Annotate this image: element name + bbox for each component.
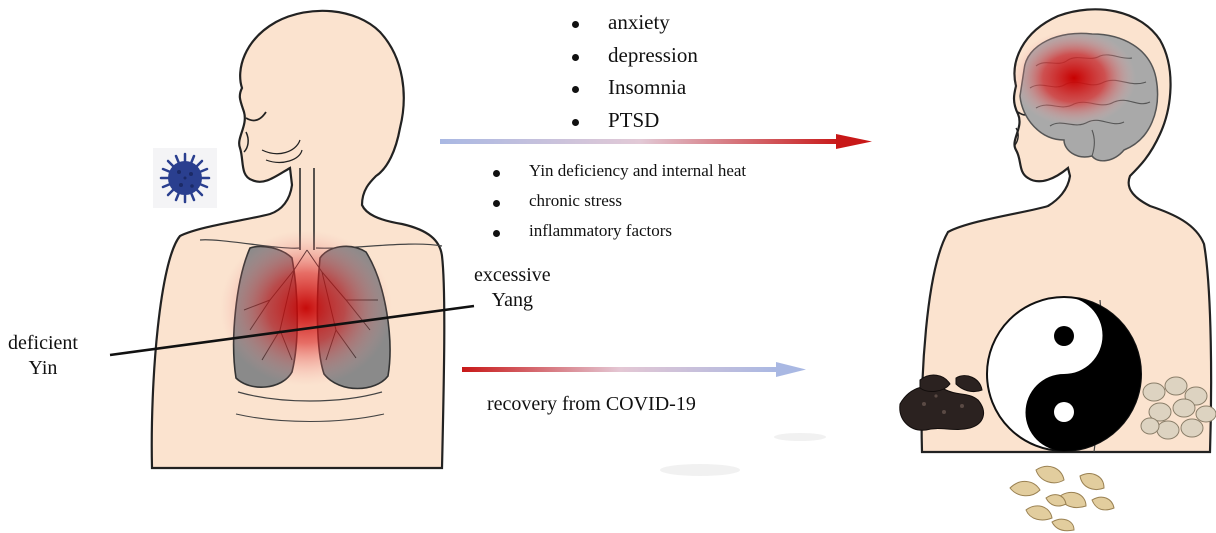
symptom-label: Insomnia [608,75,686,99]
symptom-label: PTSD [608,108,659,132]
background-smudge [660,433,826,476]
yin-word: Yin [8,356,78,381]
herb-pieces-icon [900,375,984,430]
bullet-icon [572,119,579,126]
list-item: Insomnia [572,73,698,106]
lung-inflammation-glow [220,230,392,386]
list-item: inflammatory factors [493,218,746,248]
excessive-word: excessive [474,263,551,288]
list-item: anxiety [572,8,698,41]
yang-word: Yang [474,288,551,313]
brain-inflammation-glow [1012,30,1136,126]
factor-label: inflammatory factors [529,221,672,240]
factor-label: chronic stress [529,191,622,210]
list-item: PTSD [572,106,698,139]
virus-icon [153,148,217,208]
bullet-icon [572,86,579,93]
bullet-icon [572,54,579,61]
excessive-yang-label: excessive Yang [474,263,551,313]
bullet-icon [493,200,500,207]
factor-list: Yin deficiency and internal heat chronic… [493,158,746,248]
factor-label: Yin deficiency and internal heat [529,161,746,180]
deficient-word: deficient [8,331,78,356]
symptom-list: anxiety depression Insomnia PTSD [572,8,698,138]
left-body-figure [152,11,445,468]
bullet-icon [572,21,579,28]
list-item: Yin deficiency and internal heat [493,158,746,188]
bullet-icon [493,230,500,237]
deficient-yin-label: deficient Yin [8,331,78,381]
list-item: chronic stress [493,188,746,218]
list-item: depression [572,41,698,74]
arrow-recovery [462,362,806,377]
bullet-icon [493,170,500,177]
symptom-label: depression [608,43,698,67]
symptom-label: anxiety [608,10,670,34]
yin-yang-icon [987,297,1141,451]
recovery-label: recovery from COVID-19 [487,394,696,414]
herb-roots-icon [1010,466,1114,530]
